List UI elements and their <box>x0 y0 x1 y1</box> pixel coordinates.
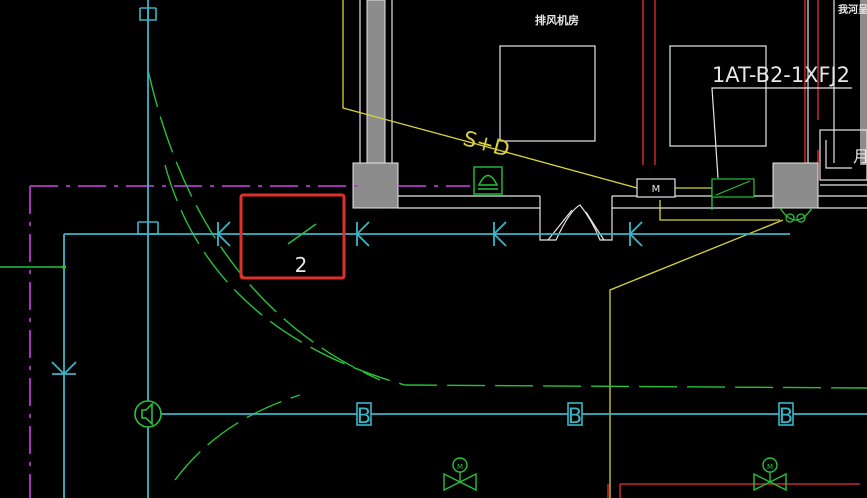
motor-label: M <box>652 184 661 195</box>
tag-leader-line <box>711 87 852 179</box>
motor-valve-box[interactable] <box>636 178 755 198</box>
valve-motor-label-left: M <box>457 463 463 471</box>
line-code-b-1: B <box>357 404 371 428</box>
yellow-signal-lines <box>342 0 784 498</box>
partial-char-right: 月 <box>853 147 867 166</box>
motorized-valve-left[interactable] <box>443 457 477 492</box>
line-code-b-2: B <box>568 404 582 428</box>
b-markers-horizontal <box>356 402 794 426</box>
valve-motor-label-right: M <box>767 463 773 471</box>
equipment-tag[interactable]: 1AT-B2-1XFJ2 <box>712 63 850 87</box>
structural-walls <box>352 0 867 209</box>
room-label-exhaust: 排风机房 <box>535 13 579 27</box>
detector-symbol[interactable] <box>473 166 503 195</box>
magenta-dashdot-line <box>29 185 470 498</box>
speaker-symbol[interactable] <box>134 400 162 428</box>
motorized-valve-right[interactable] <box>753 457 787 492</box>
line-code-b-3: B <box>779 404 793 428</box>
red-wall-lines <box>607 0 860 498</box>
b-markers-vertical <box>137 7 159 235</box>
selection-number: 2 <box>295 253 308 277</box>
green-valve-symbol[interactable] <box>779 207 813 223</box>
junction-dot <box>62 265 66 269</box>
white-wall-outlines <box>359 0 867 241</box>
room-label-right: 我河呈 <box>838 3 867 16</box>
selection-box[interactable] <box>239 193 346 280</box>
green-dashed-arcs <box>0 69 867 481</box>
cyan-pipe-k-line <box>51 0 867 498</box>
